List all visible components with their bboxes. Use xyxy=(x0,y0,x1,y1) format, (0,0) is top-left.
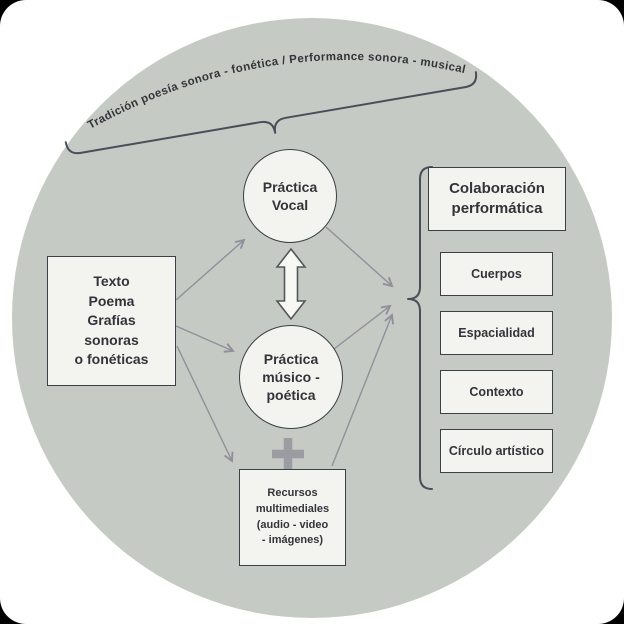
right-panel-item-cuerpos: Cuerpos xyxy=(440,252,553,296)
right-panel-item-espacialidad: Espacialidad xyxy=(440,311,553,355)
right-panel-item-label: Contexto xyxy=(469,385,524,399)
right-panel-item-circulo-artistico: Círculo artístico xyxy=(440,429,553,473)
right-panel-title: Colaboración performática xyxy=(449,179,545,217)
right-panel-item-label: Círculo artístico xyxy=(448,444,545,458)
right-panel-item-contexto: Contexto xyxy=(440,370,553,414)
musico-circle: Práctica músico - poética xyxy=(239,325,343,429)
multimedia-box-label: Recursos multimediales (audio - video - … xyxy=(255,486,330,547)
left-box: Texto Poema Grafías sonoras o fonéticas xyxy=(47,256,176,386)
vocal-circle-label: Práctica Vocal xyxy=(262,178,318,213)
right-panel-item-label: Espacialidad xyxy=(458,326,535,340)
musico-circle-label: Práctica músico - poética xyxy=(262,350,320,404)
vocal-circle: Práctica Vocal xyxy=(243,149,337,243)
right-panel-item-label: Cuerpos xyxy=(471,267,522,281)
multimedia-box: Recursos multimediales (audio - video - … xyxy=(239,469,346,566)
left-box-label: Texto Poema Grafías sonoras o fonéticas xyxy=(74,273,149,368)
right-panel-title-box: Colaboración performática xyxy=(428,167,566,231)
